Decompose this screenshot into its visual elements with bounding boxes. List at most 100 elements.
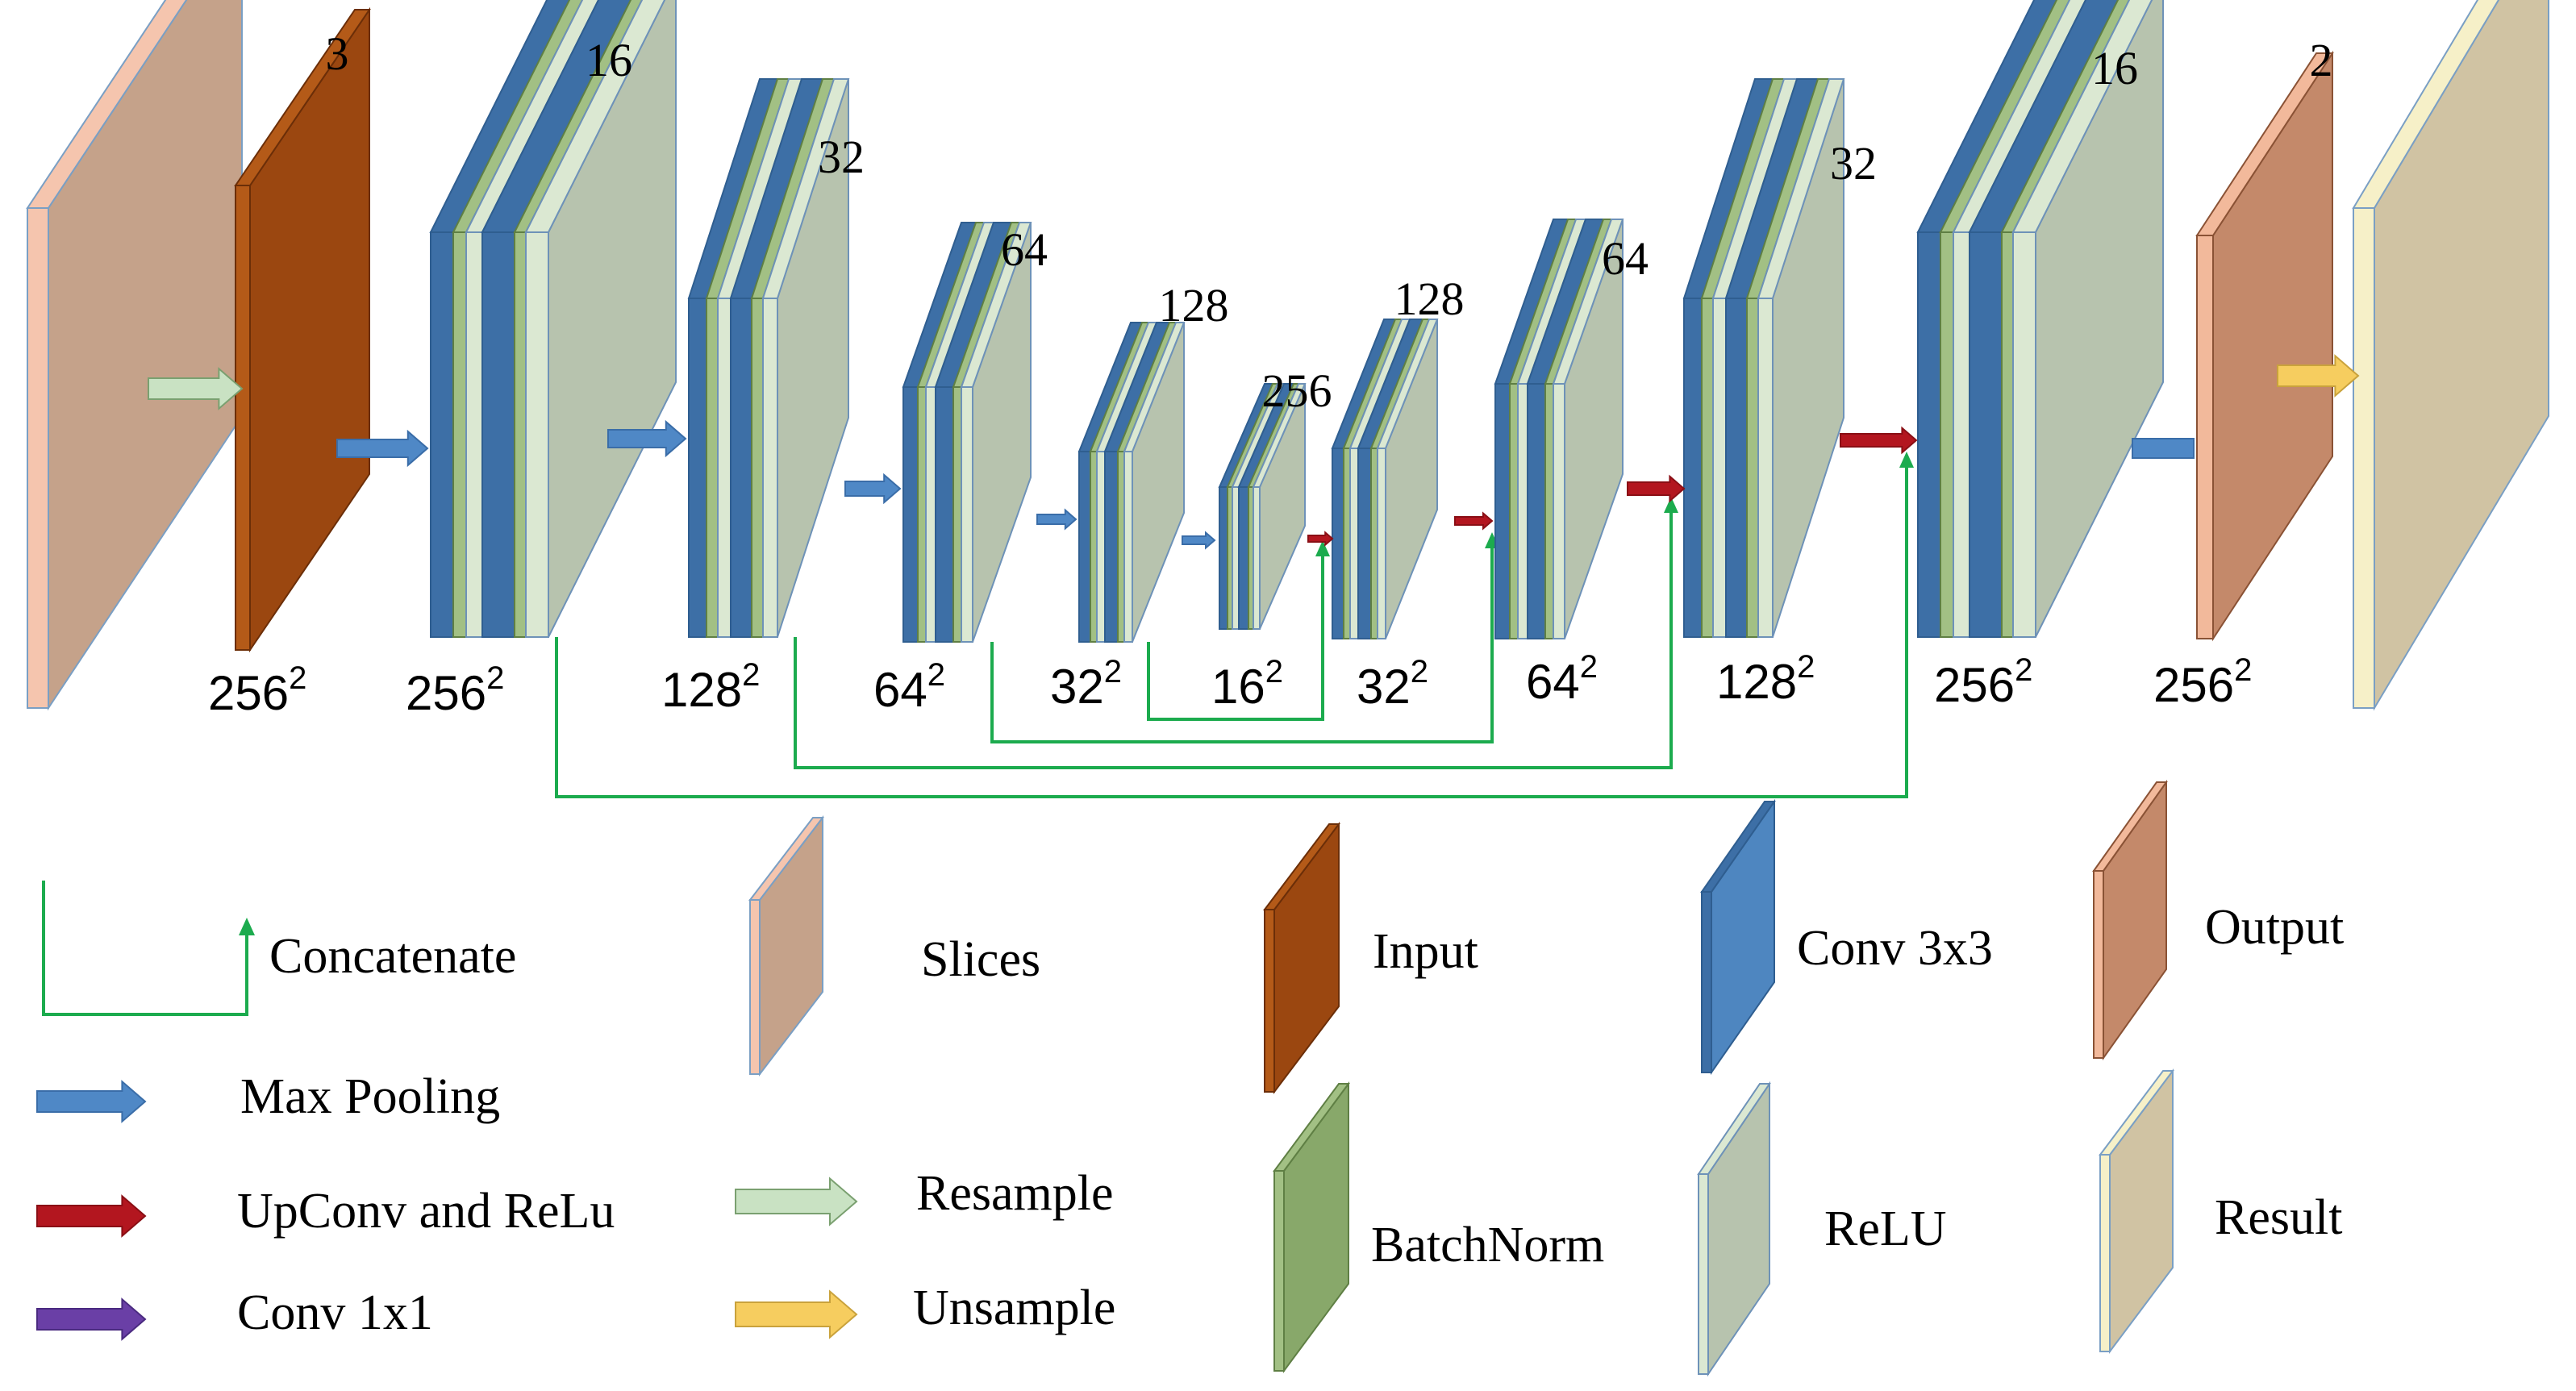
- legend-swatch-batchnorm-front: [1273, 1170, 1285, 1372]
- size-label-enc2: 1282: [661, 657, 760, 717]
- encoder-block-1-conv-layer-4-top: [481, 0, 632, 233]
- decoder-block-4-bn-layer-5-front: [1370, 448, 1378, 639]
- legend-swatch-output-front: [2093, 870, 2104, 1059]
- encoder-block-1-bn-layer-2-top: [452, 0, 584, 233]
- bottleneck-block-conv-layer-1-front: [1219, 486, 1228, 630]
- skip-connection-1-line: [555, 468, 1908, 798]
- channel-label-dec1: 16: [2091, 42, 2138, 94]
- legend-swatch-output-top: [2092, 781, 2168, 872]
- channel-label-dec2: 32: [1830, 137, 1877, 189]
- legend-label-relu: ReLU: [1824, 1202, 1947, 1256]
- network-blocks: [26, 0, 2549, 711]
- encoder-block-2-relu-layer-6-top: [761, 78, 850, 299]
- encoder-block-3-conv-layer-1-front: [902, 386, 919, 643]
- decoder-block-1-relu-layer-6: [2011, 0, 2164, 638]
- unsample-arrow: [2277, 354, 2360, 398]
- size-label-enc4: 322: [1050, 654, 1122, 714]
- channel-label-enc3: 64: [1001, 223, 1048, 276]
- legend-label-unsample: Unsample: [913, 1281, 1115, 1335]
- encoder-block-4-bn-layer-2-front: [1090, 451, 1098, 643]
- upconv-arrow-4: [1840, 426, 1918, 455]
- legend-label-output: Output: [2205, 900, 2344, 955]
- upconv-arrow-3: [1627, 474, 1686, 503]
- encoder-block-1-bn-layer-2-front: [452, 231, 467, 638]
- legend-label-upconv: UpConv and ReLu: [237, 1184, 615, 1239]
- result-block-top: [2352, 0, 2500, 209]
- encoder-block-3: [902, 222, 1032, 643]
- legend-maxpool-arrow: [36, 1080, 147, 1123]
- legend-swatch-slices-top: [748, 817, 825, 901]
- legend-label-batchnorm: BatchNorm: [1371, 1218, 1604, 1272]
- slices-block-face: [48, 0, 243, 711]
- upconv-arrow-1: [1307, 531, 1334, 547]
- encoder-block-3-bn-layer-2-front: [917, 386, 927, 643]
- decoder-block-1-bn-layer-5-top: [2000, 0, 2131, 233]
- legend-conv1x1-arrow: [36, 1297, 147, 1341]
- result-block: [2352, 0, 2549, 711]
- bottleneck-block-relu-layer-6-front: [1253, 486, 1261, 630]
- input-block-top: [234, 9, 371, 186]
- encoder-block-1-relu-layer-3-top: [465, 0, 600, 233]
- decoder-block-1-conv-layer-4-front: [1969, 231, 2003, 638]
- legend-label-conv1x1: Conv 1x1: [237, 1285, 433, 1340]
- legend-swatch-batchnorm: [1273, 1081, 1350, 1374]
- decoder-block-1-relu-layer-3-front: [1953, 231, 1970, 638]
- decoder-block-1-bn-layer-5-front: [2001, 231, 2014, 638]
- encoder-block-1-conv-layer-4-front: [481, 231, 515, 638]
- decoder-block-2-bn-layer-5-front: [1746, 298, 1759, 638]
- channel-labels: 3 16 32 64 128 256 128 64 32 16 2: [326, 27, 2333, 417]
- slices-block-front: [27, 207, 49, 709]
- encoder-block-1-bn-layer-5-front: [514, 231, 527, 638]
- decoder-block-1-conv-layer-4-top: [1968, 0, 2120, 233]
- encoder-block-1-relu-layer-3-front: [465, 231, 483, 638]
- decoder-block-1-relu-layer-6-front: [2012, 231, 2036, 638]
- legend-upconv-arrow: [36, 1194, 147, 1238]
- legend-swatch-batchnorm-top: [1273, 1083, 1350, 1172]
- encoder-block-1: [429, 0, 677, 638]
- skip-connection-2-arrowhead: [1664, 497, 1678, 513]
- legend-label-resample: Resample: [916, 1166, 1114, 1221]
- decoder-block-2: [1682, 78, 1845, 638]
- size-labels: 2562 2562 1282 642 322 162 322 642 1282 …: [208, 649, 2252, 720]
- skip-connection-1-arrowhead: [1899, 452, 1914, 468]
- decoder-block-4-conv-layer-1-front: [1332, 448, 1344, 639]
- decoder-block-2-conv-layer-4-front: [1725, 298, 1748, 638]
- maxpool-arrow-4: [1036, 508, 1078, 531]
- maxpool-arrow-1: [336, 429, 429, 468]
- channel-label-enc1: 16: [586, 34, 632, 86]
- legend-label-concatenate: Concatenate: [269, 929, 516, 984]
- encoder-block-1-conv-layer-1-front: [430, 231, 454, 638]
- size-label-enc1: 2562: [406, 660, 504, 720]
- decoder-block-4-relu-layer-3-front: [1349, 448, 1359, 639]
- decoder-block-1-bn-layer-2-top: [1939, 0, 2071, 233]
- decoder-block-2-bn-layer-2-front: [1701, 298, 1714, 638]
- legend-resample-arrow: [735, 1177, 858, 1226]
- encoder-block-2-conv-layer-4-front: [730, 298, 752, 638]
- maxpool-arrow-5: [1182, 531, 1216, 550]
- flow-arrows: [148, 354, 2360, 550]
- input-block: [234, 6, 371, 653]
- encoder-block-2-relu-layer-6-front: [762, 298, 778, 638]
- skip-connection-1: [555, 452, 1914, 798]
- slices-block-top: [26, 0, 188, 209]
- encoder-block-4-conv-layer-1-front: [1078, 451, 1091, 643]
- encoder-block-4-relu-layer-3-front: [1096, 451, 1106, 643]
- legend-label-max-pooling: Max Pooling: [240, 1069, 500, 1124]
- encoder-block-1-relu-layer-6-front: [525, 231, 549, 638]
- input-block-face: [249, 6, 370, 653]
- legend-swatch-result-front: [2099, 1154, 2111, 1352]
- result-block-front: [2353, 207, 2375, 709]
- decoder-block-1-conv-layer-1-front: [1917, 231, 1941, 638]
- legend-swatch-output: [2092, 779, 2168, 1061]
- legend-swatch-slices-front: [749, 899, 761, 1075]
- bottleneck-block: [1218, 383, 1307, 630]
- encoder-block-2-relu-layer-6: [761, 78, 850, 638]
- legend-label-input: Input: [1373, 924, 1478, 979]
- legend-swatch-slices: [748, 815, 825, 1077]
- legend: Concatenate Max Pooling UpConv and ReLu …: [36, 779, 2344, 1377]
- decoder-block-3-relu-layer-3-front: [1517, 383, 1528, 639]
- legend-swatch-relu-front: [1698, 1173, 1709, 1375]
- slices-block: [26, 0, 243, 711]
- decoder-block-4-relu-layer-6-top: [1376, 319, 1439, 449]
